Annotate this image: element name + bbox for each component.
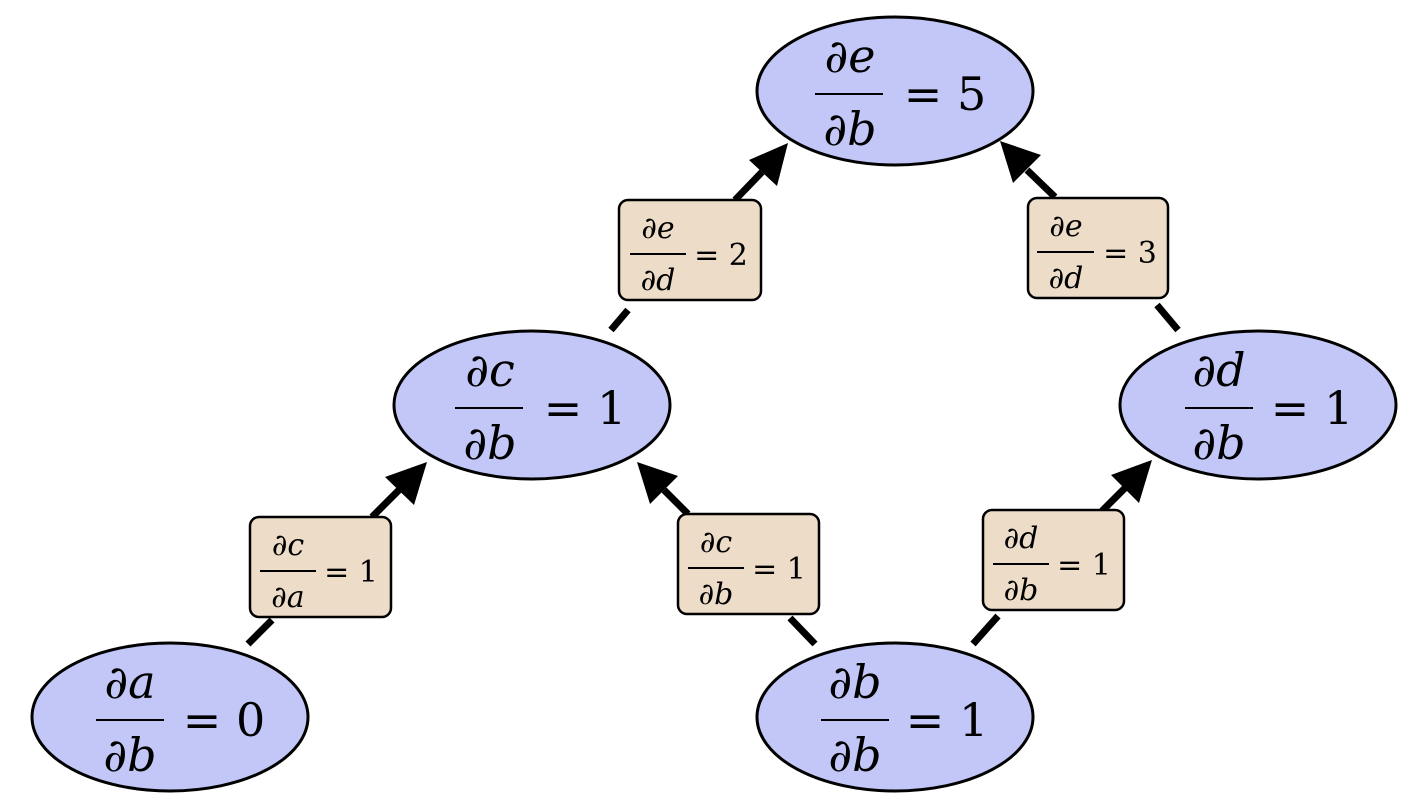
edge-b-to-c (637, 462, 818, 647)
node-ellipse (1118, 329, 1398, 481)
node-denominator: ∂b (823, 102, 876, 156)
edge-line-segment (970, 613, 1001, 647)
arrowhead-icon (385, 462, 427, 505)
edge-label-value: = 1 (752, 552, 806, 587)
edge-label-denominator: ∂a (271, 580, 304, 615)
edge-label-denominator: ∂b (699, 577, 734, 612)
edge-a-to-c (245, 462, 427, 647)
node-numerator: ∂a (104, 655, 155, 709)
node-value: = 5 (904, 67, 986, 121)
node-value: = 1 (1271, 381, 1353, 435)
edge-label-denominator: ∂d (1049, 261, 1084, 296)
edge-line-segment (661, 487, 691, 517)
edge-line-segment (732, 169, 765, 203)
edge-label-value: = 1 (324, 555, 378, 590)
edge-d-to-e (1000, 141, 1181, 333)
node-c: ∂c ∂b = 1 (392, 329, 672, 481)
edge-label-numerator: ∂e (1049, 209, 1082, 244)
edge-label-numerator: ∂d (1004, 521, 1039, 556)
node-denominator: ∂b (1192, 416, 1245, 470)
edge-label-box (248, 515, 393, 619)
node-denominator: ∂b (463, 416, 516, 470)
node-numerator: ∂b (828, 655, 881, 709)
node-ellipse (755, 15, 1035, 167)
edge-label-numerator: ∂c (272, 528, 305, 563)
node-numerator: ∂c (465, 343, 515, 397)
node-value: = 0 (183, 693, 265, 747)
edge-label-denominator: ∂d (641, 263, 676, 298)
edge-label-b-to-c: ∂c ∂b = 1 (676, 512, 821, 616)
edge-line-segment (608, 307, 631, 333)
arrowhead-icon (637, 462, 678, 504)
edge-label-value: = 2 (694, 238, 748, 273)
node-a: ∂a ∂b = 0 (30, 641, 310, 793)
edge-label-numerator: ∂c (700, 525, 733, 560)
node-d: ∂d ∂b = 1 (1118, 329, 1398, 481)
edge-line-segment (1024, 167, 1058, 200)
node-value: = 1 (906, 693, 988, 747)
edge-label-value: = 1 (1057, 548, 1111, 583)
edge-line-segment (1099, 485, 1128, 514)
edge-label-box (676, 512, 821, 616)
edge-label-c-to-e: ∂e ∂d = 2 (617, 198, 763, 302)
node-denominator: ∂b (828, 728, 881, 782)
edge-label-a-to-c: ∂c ∂a = 1 (248, 515, 393, 619)
edge-line-segment (787, 615, 818, 647)
node-numerator: ∂d (1192, 343, 1245, 397)
edge-label-b-to-d: ∂d ∂b = 1 (981, 508, 1126, 612)
arrowhead-icon (749, 143, 788, 186)
node-ellipse (755, 641, 1035, 793)
edge-label-value: = 3 (1103, 236, 1157, 271)
edge-label-numerator: ∂e (641, 211, 674, 246)
node-numerator: ∂e (824, 29, 875, 83)
arrowhead-icon (1000, 141, 1041, 183)
node-b: ∂b ∂b = 1 (755, 641, 1035, 793)
edge-label-d-to-e: ∂e ∂d = 3 (1026, 196, 1170, 300)
arrowhead-icon (1111, 460, 1152, 503)
edge-line-segment (369, 487, 402, 520)
node-e: ∂e ∂b = 5 (755, 15, 1035, 167)
edge-label-box (981, 508, 1126, 612)
node-ellipse (30, 641, 310, 793)
edge-label-denominator: ∂b (1004, 573, 1039, 608)
edge-line-segment (1154, 302, 1181, 333)
edge-label-box (617, 198, 763, 302)
node-ellipse (392, 329, 672, 481)
edge-label-box (1026, 196, 1170, 300)
edge-b-to-d (970, 460, 1152, 647)
node-value: = 1 (544, 381, 626, 435)
edge-line-segment (245, 617, 275, 647)
node-denominator: ∂b (103, 728, 156, 782)
edge-c-to-e (608, 143, 788, 333)
